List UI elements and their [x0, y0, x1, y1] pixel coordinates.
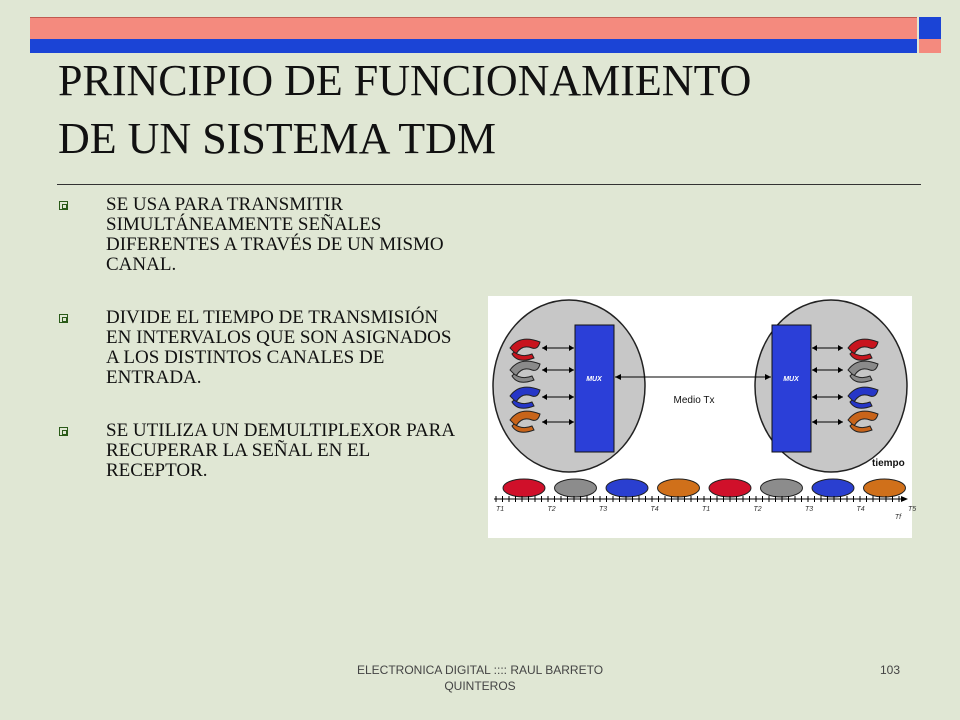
time-slot-ellipse: [657, 478, 700, 498]
time-axis-ticks: [495, 496, 900, 502]
time-slot-ellipse: [811, 478, 855, 498]
time-slot-labels: T1 T2 T3 T4 T1 T2 T3 T4 T5: [496, 506, 916, 513]
left-arrowheads: [542, 345, 574, 425]
time-slot-label: T3: [599, 506, 607, 513]
time-slot-label: T1: [702, 506, 710, 513]
right-arrowheads: [812, 345, 843, 425]
time-axis-arrow-icon: [901, 496, 908, 502]
time-slot-label: T4: [651, 506, 659, 513]
title-divider: [57, 184, 921, 185]
right-phone-gray-icon: [847, 360, 879, 383]
right-phone-blue-icon: [847, 386, 879, 409]
square-bullet-icon: [59, 201, 68, 210]
bullet-text-2: DIVIDE EL TIEMPO DE TRANSMISIÓN EN INTER…: [106, 307, 452, 388]
time-slot-ellipse: [760, 478, 803, 498]
page-number: 103: [879, 663, 900, 677]
left-channel-arrows: [542, 347, 574, 423]
transmitter-cell: [492, 299, 646, 473]
header-corner-square-blue: [919, 17, 941, 39]
time-label: tiempo: [872, 458, 905, 469]
time-slot-ellipse: [863, 478, 906, 498]
time-slot-label: T2: [754, 506, 762, 513]
mux-right-box: [771, 324, 812, 453]
slide-title: PRINCIPIO DE FUNCIONAMIENTO DE UN SISTEM…: [58, 52, 918, 168]
time-slot-label: T3: [805, 506, 813, 513]
bullet-text-3: SE UTILIZA UN DEMULTIPLEXOR PARA RECUPER…: [106, 420, 455, 481]
medium-arrow-left-icon: [615, 374, 621, 380]
time-slot-ellipse: [502, 478, 546, 498]
slide-title-line-1: PRINCIPIO DE FUNCIONAMIENTO: [58, 56, 752, 105]
medium-label: Medio Tx: [674, 395, 715, 406]
time-slot-ellipse: [708, 478, 752, 498]
right-phone-red-icon: [847, 338, 879, 361]
time-slot-ellipse: [605, 478, 649, 498]
tdm-diagram-svg: MUX MUX Medio Tx: [492, 299, 916, 521]
bullet-item-2: DIVIDE EL TIEMPO DE TRANSMISIÓN EN INTER…: [58, 308, 458, 388]
left-phone-blue-icon: [509, 386, 541, 409]
time-slot-label: T5: [908, 506, 916, 513]
tdm-diagram: MUX MUX Medio Tx: [488, 296, 916, 538]
mux-left-box: [574, 324, 615, 453]
header-accent-bar-salmon: [30, 17, 917, 40]
header-corner-square-salmon: [919, 39, 941, 53]
square-bullet-icon: [59, 427, 68, 436]
bullet-list: SE USA PARA TRANSMITIR SIMULTÁNEAMENTE S…: [58, 195, 458, 514]
square-bullet-icon: [59, 314, 68, 323]
time-slot-ellipse: [554, 478, 597, 498]
time-slot-label: T2: [548, 506, 556, 513]
mux-left-label: MUX: [586, 376, 603, 383]
left-phone-orange-icon: [509, 410, 541, 433]
time-slot-group: [502, 478, 906, 498]
right-channel-arrows: [812, 347, 843, 423]
bullet-text-1: SE USA PARA TRANSMITIR SIMULTÁNEAMENTE S…: [106, 194, 444, 275]
header-accent-bar-blue: [30, 39, 917, 53]
medium-label-bg: [669, 392, 719, 406]
time-slot-label: T1: [496, 506, 504, 513]
footer-author: ELECTRONICA DIGITAL :::: RAUL BARRETO QU…: [356, 663, 604, 693]
axis-end-label: Tf: [895, 514, 902, 521]
left-phone-red-icon: [509, 338, 541, 361]
bullet-item-1: SE USA PARA TRANSMITIR SIMULTÁNEAMENTE S…: [58, 195, 458, 275]
slide-title-line-2: DE UN SISTEMA TDM: [58, 114, 497, 163]
bullet-item-3: SE UTILIZA UN DEMULTIPLEXOR PARA RECUPER…: [58, 421, 458, 481]
left-phone-gray-icon: [509, 360, 541, 383]
right-phone-orange-icon: [847, 410, 879, 433]
medium-arrow-right-icon: [765, 374, 771, 380]
mux-right-label: MUX: [783, 376, 800, 383]
time-slot-label: T4: [857, 506, 865, 513]
